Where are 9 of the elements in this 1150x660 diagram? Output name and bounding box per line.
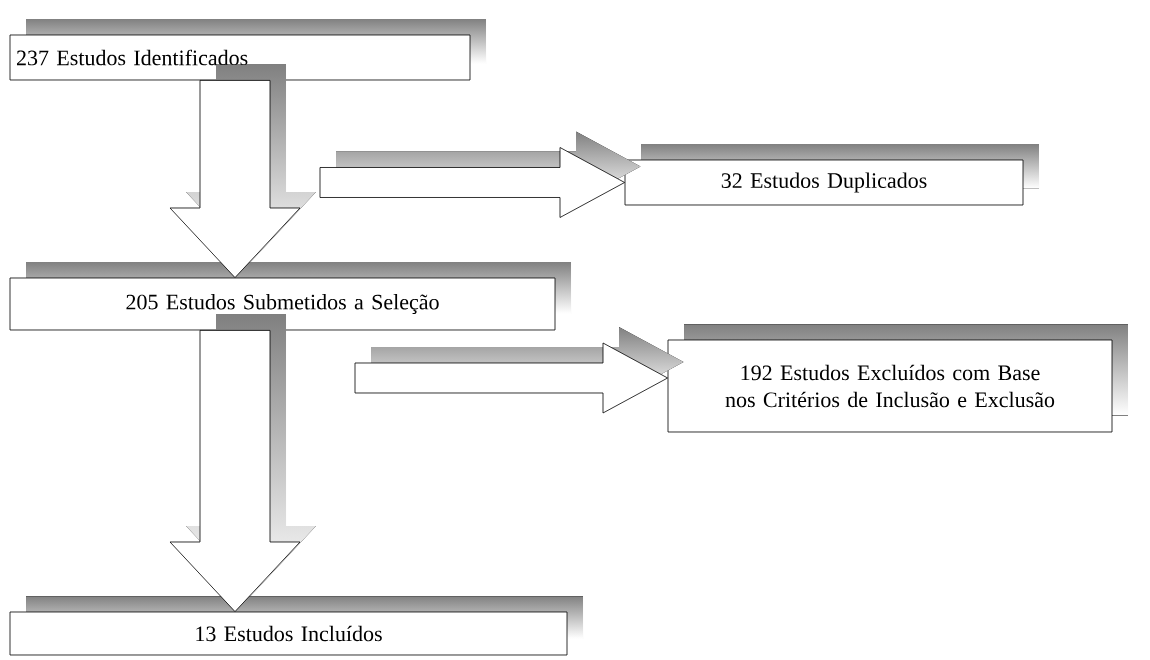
process-box: 237 Estudos Identificados xyxy=(9,19,486,81)
block-arrow xyxy=(319,131,641,218)
process-box: 13 Estudos Incluídos xyxy=(9,596,583,656)
block-arrow xyxy=(169,64,316,278)
process-box: 32 Estudos Duplicados xyxy=(624,144,1039,206)
process-box: 192 Estudos Excluídos com Base nos Critérios de Inclusão e Exclusão xyxy=(667,324,1128,433)
process-box: 205 Estudos Submetidos a Seleção xyxy=(9,262,571,331)
block-arrow xyxy=(354,327,684,414)
block-arrow xyxy=(169,314,316,612)
